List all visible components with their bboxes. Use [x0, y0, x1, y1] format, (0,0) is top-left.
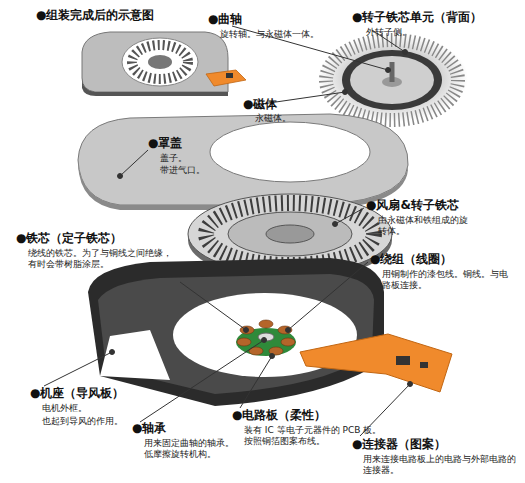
part-name: ●转子铁芯单元（背面）	[352, 10, 482, 25]
part-name: ●组装完成后的示意图	[36, 8, 154, 23]
part-name: ●绕组（线圈）	[370, 252, 452, 267]
part-name: ●铁芯（定子铁芯）	[16, 231, 122, 246]
part-note: 也起到导风的作用。	[42, 416, 123, 427]
part-note: 用来连接电路板上的电路与外部电路的连接器。	[363, 454, 521, 476]
part-name: ●磁体	[243, 97, 277, 112]
part-note: 由永磁体和铁组成的旋转体。	[378, 215, 470, 237]
part-name: ●罩盖	[148, 136, 182, 151]
part-name: ●电路板（柔性）	[232, 408, 326, 423]
assembled-fan	[82, 32, 246, 96]
part-note: 用铜制作的漆包线。铜线。与电路板连接。	[382, 269, 514, 291]
part-name: ●风扇&转子铁芯	[366, 198, 459, 213]
part-note: 盖子。	[160, 153, 187, 164]
part-note: 绕线的铁芯。为了与铜线之间绝缘，有时会带树脂涂层。	[28, 248, 178, 270]
part-note: 外转子侧。	[366, 27, 411, 38]
part-name: ●轴承	[132, 421, 166, 436]
part-name: ●机座（导风板）	[30, 386, 124, 401]
part-note: 旋转轴。与永磁体一体。	[220, 29, 319, 40]
rotor-inset	[318, 34, 468, 122]
part-name: ●连接器（图案）	[352, 437, 446, 452]
part-note: 电机外框。	[42, 403, 87, 414]
part-note: 永磁体。	[255, 113, 291, 124]
part-name: ●曲轴	[208, 12, 242, 27]
cover	[78, 114, 408, 210]
part-note: 用来固定曲轴的轴承。低摩擦旋转机构。	[144, 438, 236, 460]
part-note: 带进气口。	[160, 165, 205, 176]
